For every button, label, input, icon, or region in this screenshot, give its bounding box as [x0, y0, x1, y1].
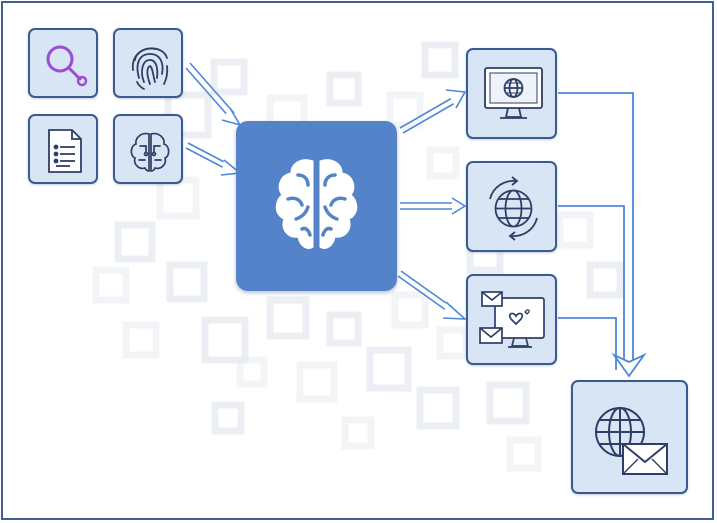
output-node-email[interactable]: [466, 274, 557, 365]
line-output-bottom-to-destination: [558, 317, 617, 370]
arrow-input-top: [185, 62, 242, 127]
output-node-web[interactable]: [466, 48, 557, 139]
brain-icon: [275, 159, 358, 250]
monitor-globe-icon: [484, 67, 543, 119]
fingerprint-icon: [132, 47, 169, 90]
line-output-top-to-destination: [558, 92, 634, 370]
destination-node-global-mail[interactable]: [571, 380, 688, 494]
magnifier-icon: [46, 45, 88, 87]
document-icon: [48, 129, 82, 173]
line-output-middle-to-destination: [558, 205, 625, 370]
arrow-input-bottom: [185, 142, 242, 176]
arrow-hub-to-top-output: [399, 89, 467, 134]
input-node-search[interactable]: [28, 28, 98, 98]
input-node-neural[interactable]: [113, 114, 183, 184]
central-processing-hub[interactable]: [236, 121, 397, 291]
arrow-into-destination: [611, 352, 647, 378]
globe-sync-icon: [489, 176, 538, 241]
brain-circuit-icon: [130, 132, 170, 172]
email-monitor-icon: [479, 291, 545, 348]
arrow-hub-to-bottom-output: [397, 270, 468, 320]
arrow-hub-to-middle-output: [400, 197, 467, 215]
input-node-document[interactable]: [28, 114, 98, 184]
output-node-global-sync[interactable]: [466, 161, 557, 252]
input-node-fingerprint[interactable]: [113, 28, 183, 98]
globe-envelope-icon: [595, 407, 668, 475]
